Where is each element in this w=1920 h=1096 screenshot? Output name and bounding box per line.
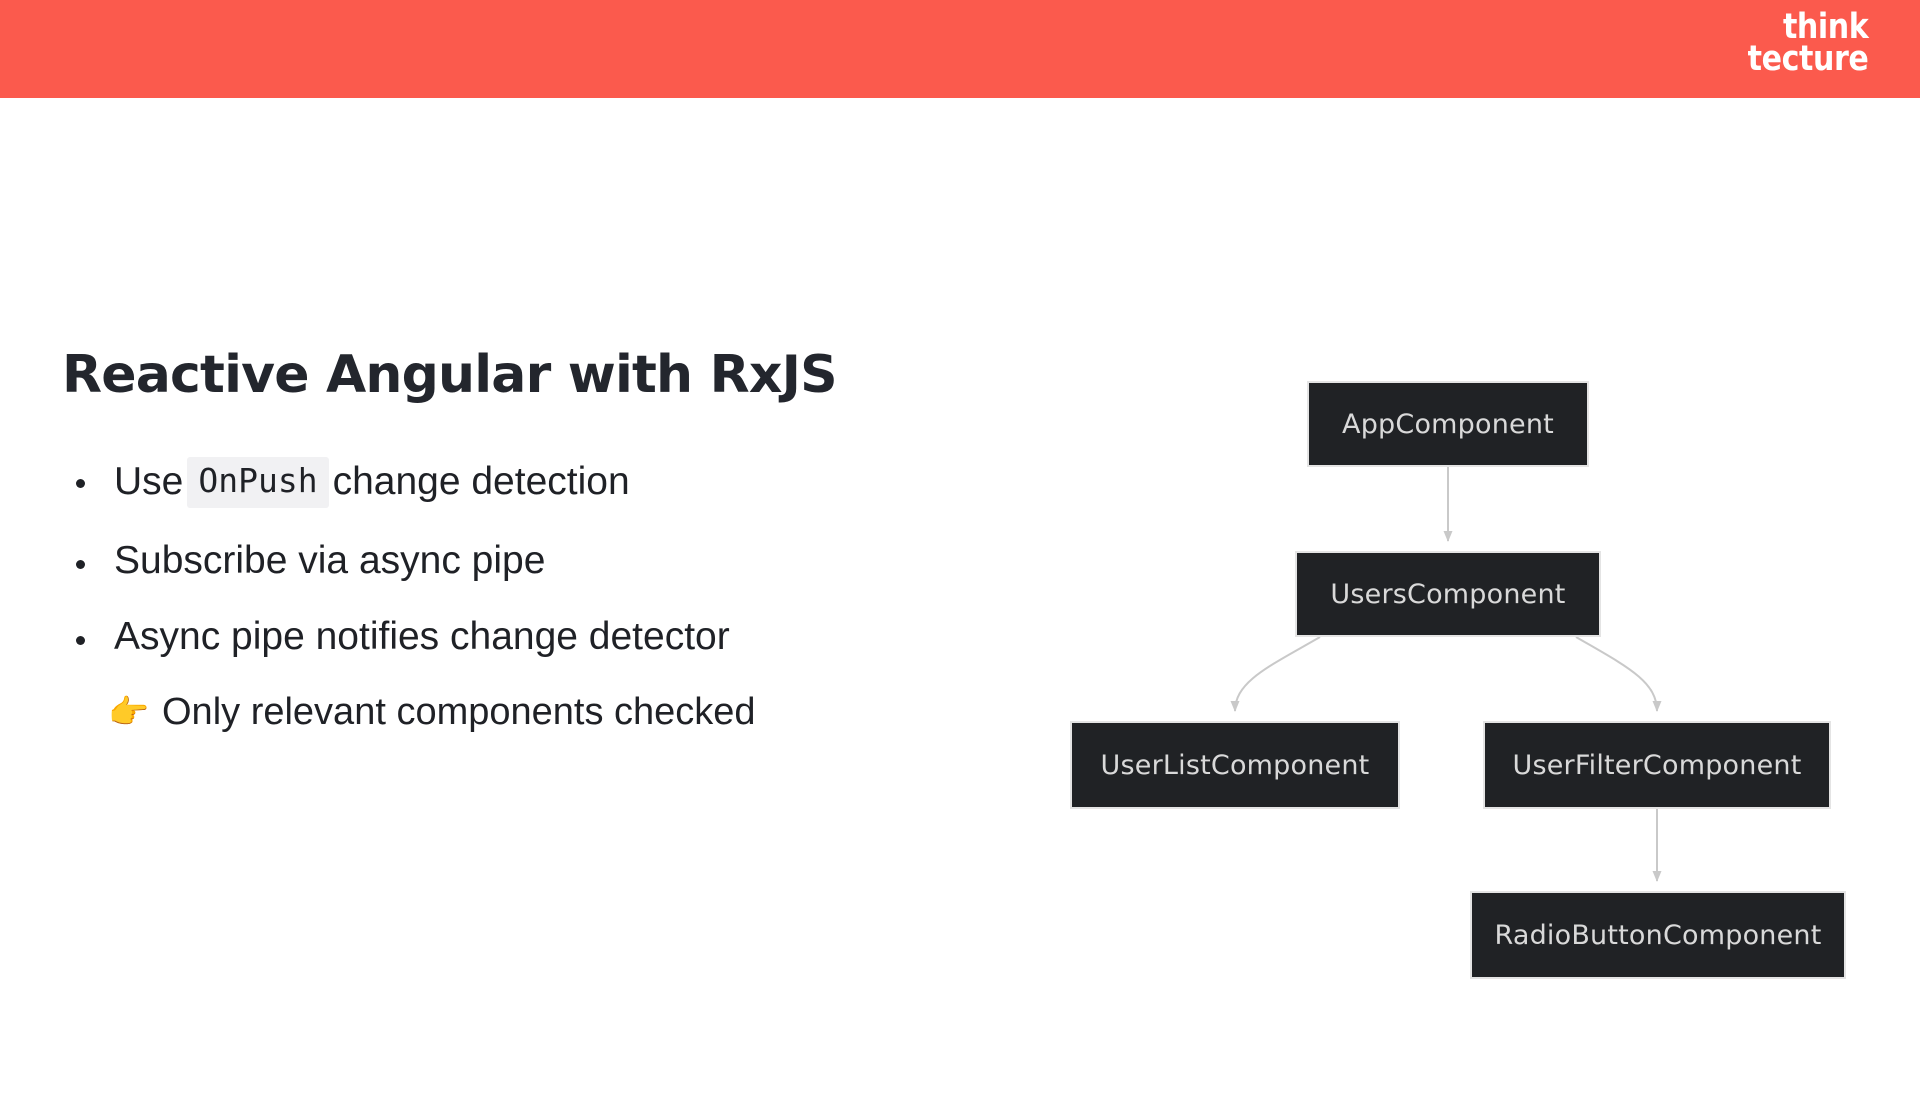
edge-users-to-userlist xyxy=(1230,636,1321,712)
page-title: Reactive Angular with RxJS xyxy=(62,345,838,405)
node-label: UserListComponent xyxy=(1100,749,1370,781)
bullet-item-async-pipe: Subscribe via async pipe xyxy=(62,538,1042,584)
node-user-filter-component: UserFilterComponent xyxy=(1483,721,1831,809)
code-chip-onpush: OnPush xyxy=(187,456,329,508)
pointing-right-icon: 👉 xyxy=(108,692,150,730)
sub-bullet-text: Only relevant components checked xyxy=(162,690,756,733)
diagram-connectors xyxy=(1230,467,1662,882)
node-user-list-component: UserListComponent xyxy=(1070,721,1400,809)
logo-line-think: think xyxy=(1782,7,1869,47)
logo-line-tecture: tecture xyxy=(1747,39,1868,80)
bullet-text-before: Use xyxy=(114,459,184,503)
sub-bullet-item-relevant-components: 👉 Only relevant components checked xyxy=(62,690,1042,735)
node-app-component: AppComponent xyxy=(1307,381,1589,467)
node-label: AppComponent xyxy=(1342,408,1554,440)
bullet-text-after: change detection xyxy=(332,459,630,503)
node-users-component: UsersComponent xyxy=(1295,551,1601,637)
thinktecture-logo: think tecture xyxy=(1747,7,1869,80)
bullet-text: Subscribe via async pipe xyxy=(114,538,546,582)
bullet-text: Async pipe notifies change detector xyxy=(114,614,730,658)
node-label: RadioButtonComponent xyxy=(1494,919,1822,951)
edge-users-to-userfilter xyxy=(1575,636,1662,712)
node-radio-button-component: RadioButtonComponent xyxy=(1470,891,1846,979)
bullet-item-change-detector: Async pipe notifies change detector xyxy=(62,614,1042,660)
node-label: UsersComponent xyxy=(1330,578,1566,610)
node-label: UserFilterComponent xyxy=(1512,749,1802,781)
component-tree-diagram: AppComponent UsersComponent UserListComp… xyxy=(1020,196,1920,1096)
brand-banner: think tecture xyxy=(0,0,1920,98)
